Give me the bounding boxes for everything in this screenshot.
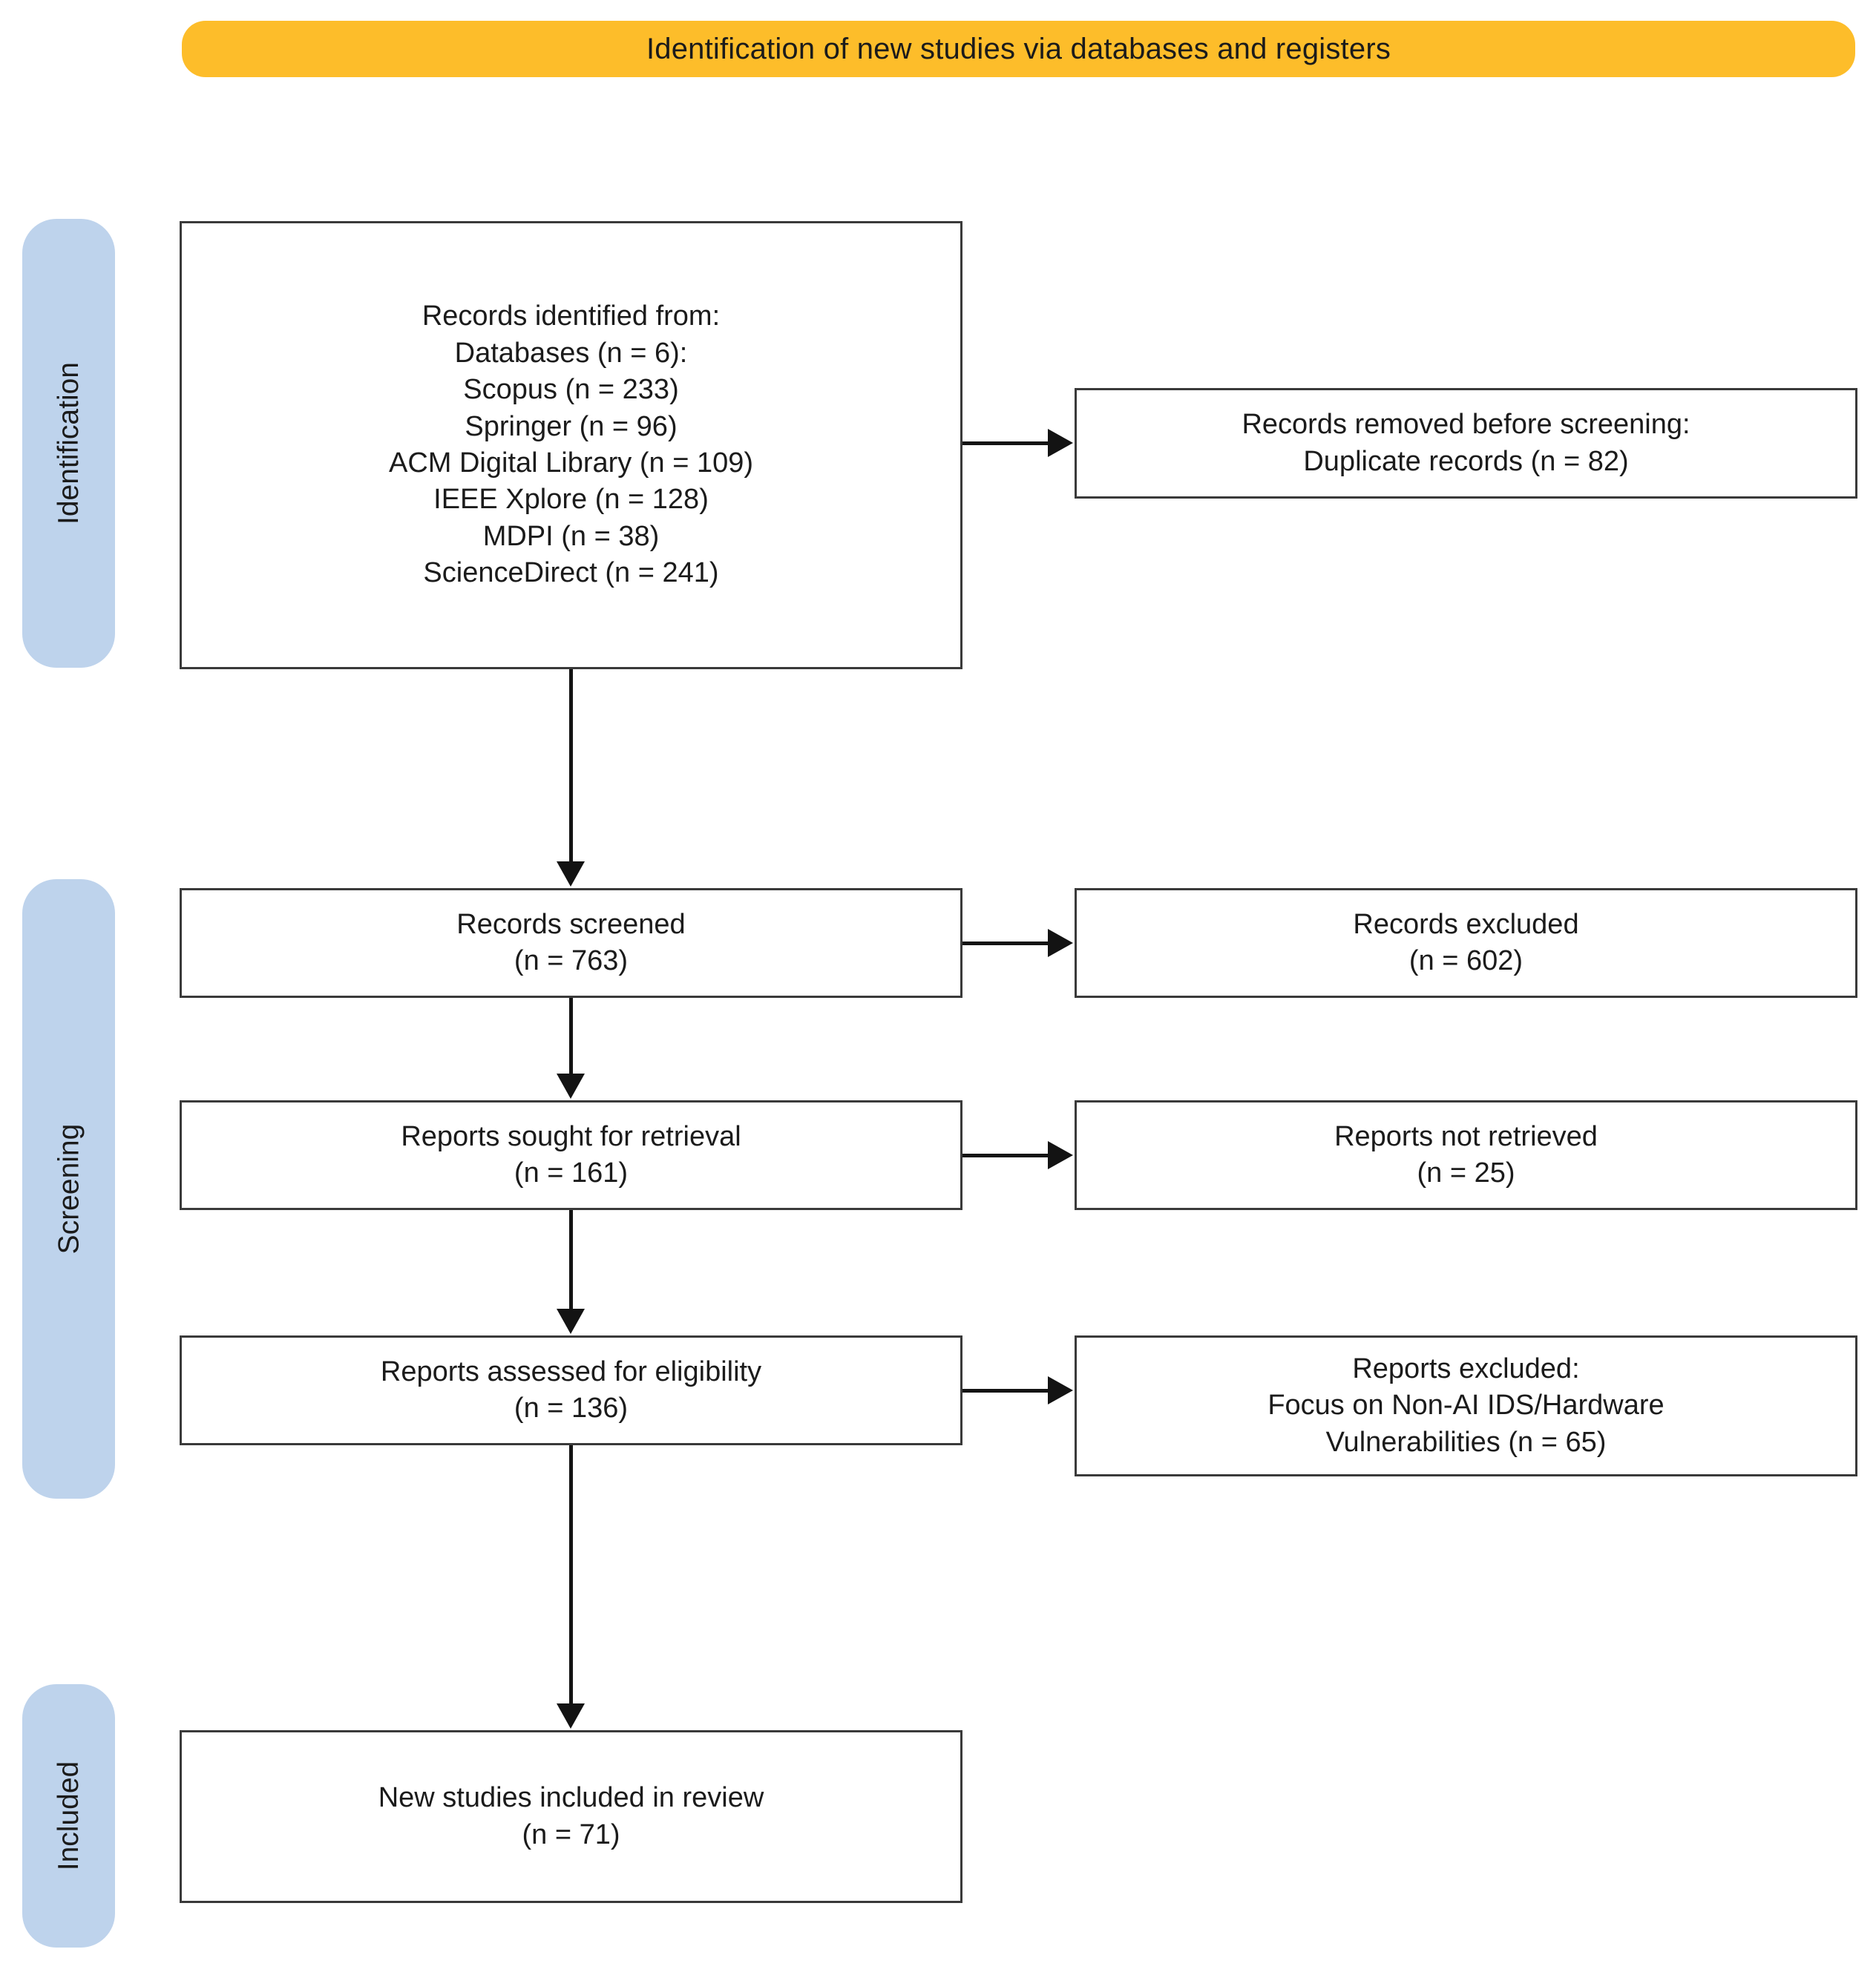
stage-label-included: Included — [22, 1684, 115, 1948]
connector-sought-to-assessed — [569, 1210, 573, 1310]
stage-identification-text: Identification — [53, 362, 85, 525]
box-line: New studies included in review — [378, 1782, 764, 1814]
box-line: ScienceDirect (n = 241) — [423, 557, 719, 589]
box-line: Records removed before screening: — [1242, 409, 1690, 441]
box-reports-assessed: Reports assessed for eligibility (n = 13… — [180, 1335, 962, 1445]
box-line: Records screened — [456, 908, 686, 940]
arrowhead-screened-to-excluded — [1048, 929, 1073, 957]
arrowhead-sought-to-assessed — [557, 1309, 585, 1334]
box-line: Records identified from: — [422, 300, 721, 332]
stage-label-identification: Identification — [22, 219, 115, 668]
box-line: Vulnerabilities (n = 65) — [1325, 1426, 1607, 1458]
arrowhead-assessed-to-included — [557, 1703, 585, 1729]
box-new-studies-included: New studies included in review (n = 71) — [180, 1730, 962, 1903]
page-title: Identification of new studies via databa… — [646, 33, 1391, 65]
box-line: (n = 71) — [522, 1818, 620, 1850]
box-line: Reports assessed for eligibility — [380, 1355, 762, 1387]
connector-identified-to-removed — [962, 441, 1049, 445]
arrowhead-sought-to-not-retrieved — [1048, 1141, 1073, 1169]
connector-assessed-to-excluded — [962, 1389, 1049, 1393]
arrowhead-screened-to-sought — [557, 1074, 585, 1099]
box-line: (n = 602) — [1408, 945, 1524, 976]
stage-included-text: Included — [53, 1761, 85, 1871]
box-reports-excluded: Reports excluded: Focus on Non-AI IDS/Ha… — [1075, 1335, 1857, 1476]
box-line: MDPI (n = 38) — [482, 520, 660, 552]
box-records-excluded: Records excluded (n = 602) — [1075, 888, 1857, 998]
connector-identified-to-screened — [569, 669, 573, 863]
stage-label-screening: Screening — [22, 879, 115, 1499]
diagram-header-banner: Identification of new studies via databa… — [182, 21, 1855, 77]
connector-sought-to-not-retrieved — [962, 1154, 1049, 1157]
box-line: Springer (n = 96) — [465, 410, 678, 442]
box-line: Scopus (n = 233) — [463, 374, 679, 406]
stage-screening-text: Screening — [53, 1123, 85, 1255]
arrowhead-identified-to-removed — [1048, 429, 1073, 457]
connector-screened-to-excluded — [962, 942, 1049, 945]
box-line: Focus on Non-AI IDS/Hardware — [1267, 1390, 1665, 1422]
arrowhead-identified-to-screened — [557, 861, 585, 887]
box-line: (n = 25) — [1417, 1157, 1515, 1189]
box-line: Reports sought for retrieval — [401, 1120, 741, 1152]
box-line: ACM Digital Library (n = 109) — [388, 447, 753, 479]
box-line: Reports excluded: — [1352, 1353, 1580, 1384]
box-line: (n = 763) — [514, 945, 629, 976]
box-records-removed: Records removed before screening: Duplic… — [1075, 388, 1857, 499]
box-records-identified: Records identified from: Databases (n = … — [180, 221, 962, 669]
box-line: Databases (n = 6): — [454, 337, 688, 369]
box-line: Records excluded — [1353, 908, 1579, 940]
box-records-screened: Records screened (n = 763) — [180, 888, 962, 998]
box-reports-sought: Reports sought for retrieval (n = 161) — [180, 1100, 962, 1210]
box-line: (n = 136) — [514, 1393, 629, 1424]
box-line: Reports not retrieved — [1334, 1120, 1598, 1152]
box-line: (n = 161) — [514, 1157, 629, 1189]
box-line: IEEE Xplore (n = 128) — [433, 484, 709, 516]
box-line: Duplicate records (n = 82) — [1303, 445, 1629, 477]
arrowhead-assessed-to-excluded — [1048, 1376, 1073, 1404]
connector-screened-to-sought — [569, 998, 573, 1075]
box-reports-not-retrieved: Reports not retrieved (n = 25) — [1075, 1100, 1857, 1210]
connector-assessed-to-included — [569, 1445, 573, 1705]
